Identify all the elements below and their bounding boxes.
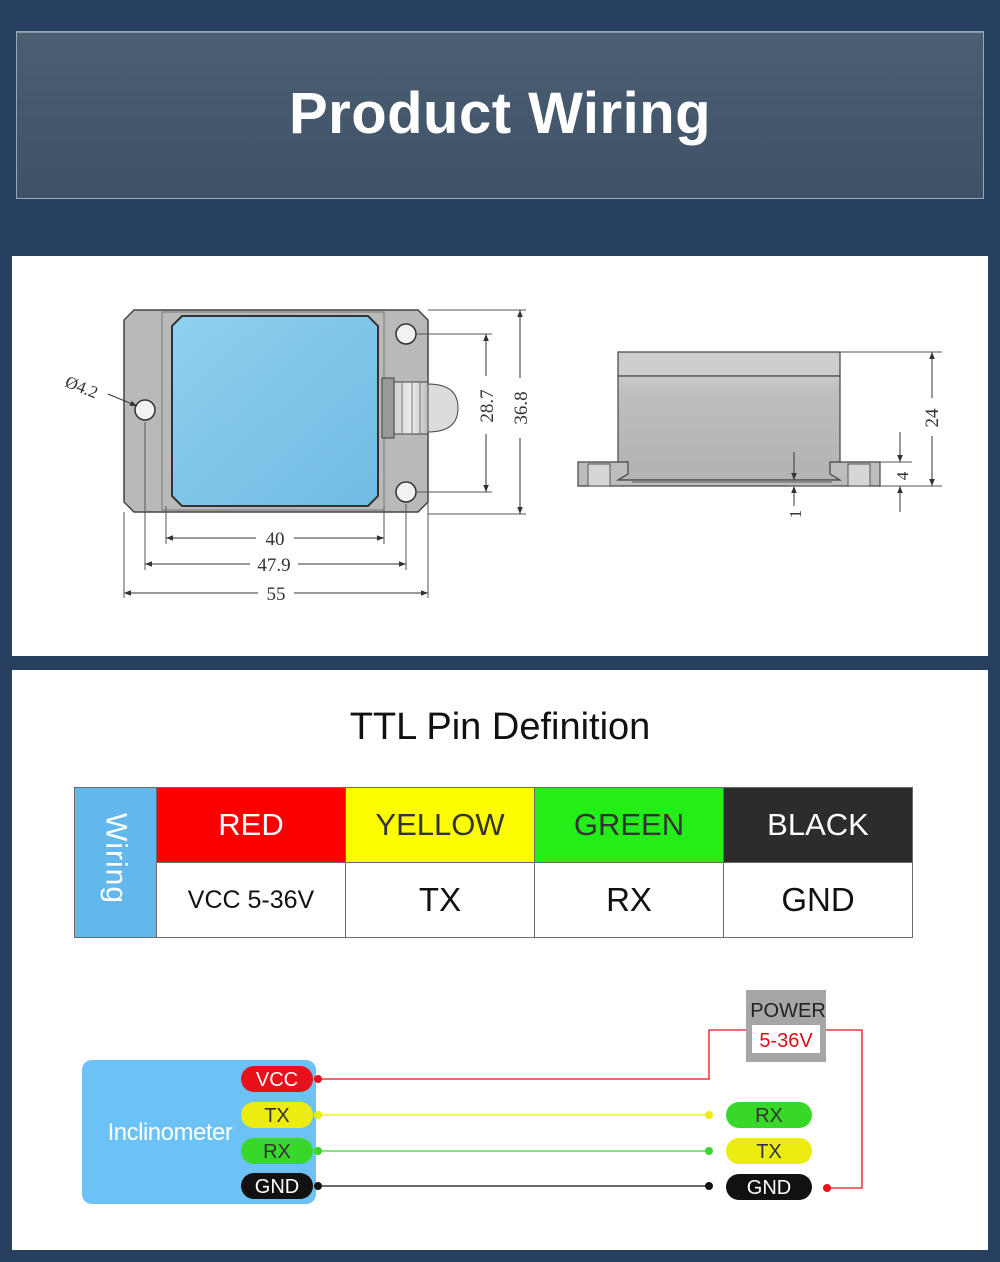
device-pin-tx-label: TX — [264, 1105, 290, 1127]
power-range-box — [752, 1025, 820, 1053]
device-pin-rx — [241, 1138, 313, 1164]
page-title: Product Wiring — [288, 81, 712, 146]
gland-body — [393, 381, 429, 435]
host-pin-tx — [726, 1138, 812, 1164]
color-cell-yellow: YELLOW — [345, 787, 535, 863]
gland-base — [381, 377, 395, 439]
table-row: VCC 5-36V TX RX GND — [75, 862, 913, 938]
dim-width-total: 55 — [267, 584, 286, 605]
signal-cell-vcc: VCC 5-36V — [156, 862, 346, 938]
side-view: 24 4 1 — [577, 351, 943, 519]
host-pin-tx-label: TX — [756, 1141, 782, 1163]
power-range-label: 5-36V — [759, 1030, 813, 1052]
signal-cell-rx: RX — [534, 862, 724, 938]
wiring-side-label: Wiring — [74, 787, 157, 938]
inclinometer-block — [82, 1060, 316, 1204]
mounting-hole-left — [134, 399, 156, 421]
dimension-drawing: Ø4.2 40 47.9 55 — [63, 309, 943, 605]
host-pin-gnd — [726, 1174, 812, 1200]
blue-face — [171, 315, 379, 507]
pin-definition-table: Wiring RED YELLOW GREEN BLACK VCC 5-36V … — [74, 787, 913, 938]
inclinometer-label: Inclinometer — [108, 1119, 233, 1146]
dim-hole-spacing-y: 28.7 — [477, 389, 498, 422]
wiring-diagram: POWER 5-36V Inclinometer VCC TX RX GND — [82, 990, 863, 1204]
hole-diameter-label: Ø4.2 — [63, 372, 101, 402]
color-cell-black: BLACK — [723, 787, 913, 863]
top-view: Ø4.2 40 47.9 55 — [63, 309, 532, 605]
device-pin-gnd-label: GND — [255, 1176, 299, 1198]
dim-height-total: 36.8 — [511, 391, 532, 424]
side-flange — [577, 461, 881, 487]
host-pin-rx — [726, 1102, 812, 1128]
dim-width-inner: 40 — [266, 529, 285, 550]
dim-hole-spacing-x: 47.9 — [257, 555, 290, 576]
wiring-panel: TTL Pin Definition Wiring RED YELLOW GRE… — [12, 670, 988, 1250]
device-pin-tx — [241, 1102, 313, 1128]
power-negative-wire — [826, 1029, 863, 1189]
dimension-drawing-panel: Ø4.2 40 47.9 55 — [12, 256, 988, 656]
host-pin-rx-label: RX — [755, 1105, 783, 1127]
device-pin-gnd — [241, 1173, 313, 1199]
header-banner: Product Wiring — [16, 31, 984, 199]
side-top-lid — [617, 351, 841, 377]
device-pin-vcc — [241, 1066, 313, 1092]
device-pin-rx-label: RX — [263, 1141, 291, 1163]
dim-base-gap: 1 — [786, 510, 805, 519]
signal-cell-gnd: GND — [723, 862, 913, 938]
dim-side-height: 24 — [922, 408, 943, 428]
host-pin-gnd-label: GND — [747, 1177, 791, 1199]
power-label: POWER — [750, 1000, 826, 1022]
table-row: Wiring RED YELLOW GREEN BLACK — [74, 787, 913, 938]
gland-cap — [427, 383, 459, 433]
ttl-title: TTL Pin Definition — [349, 706, 651, 748]
side-body — [617, 375, 841, 481]
vcc-wire — [318, 1029, 746, 1080]
color-cell-green: GREEN — [534, 787, 724, 863]
dim-flange-height: 4 — [893, 471, 912, 480]
mounting-hole-top-right — [395, 323, 417, 345]
color-cell-red: RED — [156, 787, 346, 863]
mounting-hole-bottom-right — [395, 481, 417, 503]
device-pin-vcc-label: VCC — [256, 1069, 298, 1091]
